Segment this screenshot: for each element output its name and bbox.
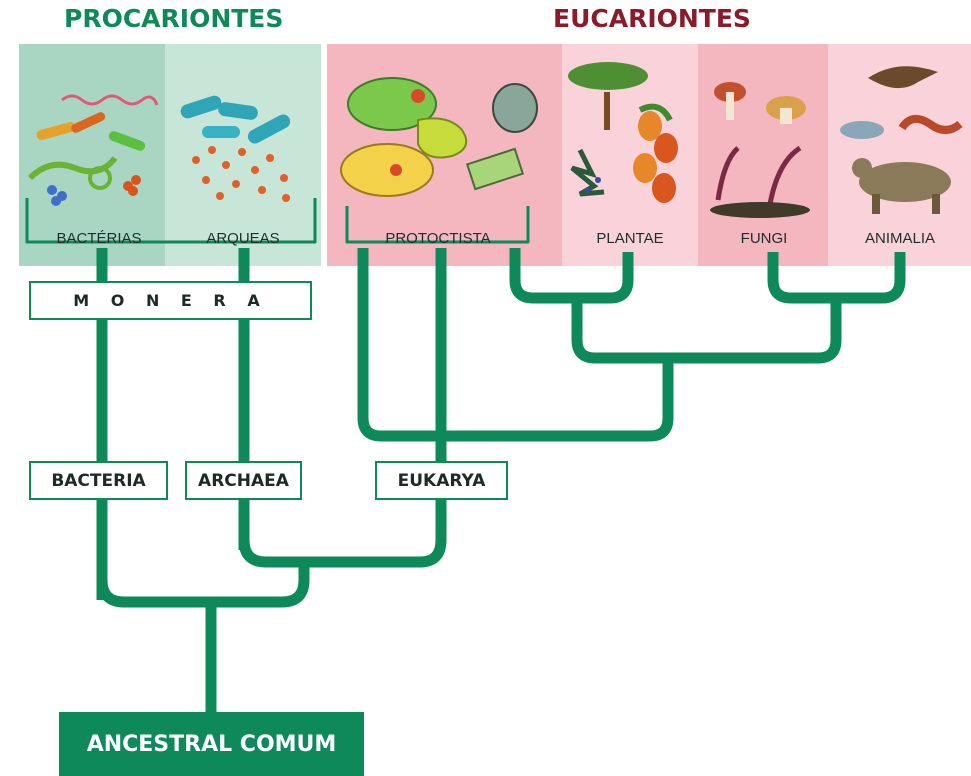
kingdom-label-protoctista: PROTOCTISTA [350, 230, 526, 247]
bacteria-illustration [30, 96, 157, 206]
kingdom-label-arqueas: ARQUEAS [178, 230, 308, 247]
fungi-illustration [710, 82, 810, 218]
plant-illustration [568, 62, 678, 203]
animal-illustration [840, 66, 960, 214]
protist-illustration [341, 78, 537, 196]
monera-box: M O N E R A [29, 281, 312, 320]
kingdom-label-bacterias: BACTÉRIAS [29, 230, 169, 247]
ancestral-root-box: ANCESTRAL COMUM [59, 712, 364, 776]
domain-box-eukarya: EUKARYA [375, 461, 508, 500]
tree-branches [27, 198, 900, 712]
domain-box-archaea: ARCHAEA [185, 461, 302, 500]
kingdom-label-plantae: PLANTAE [566, 230, 694, 247]
domain-box-bacteria: BACTERIA [29, 461, 168, 500]
kingdom-label-animalia: ANIMALIA [832, 230, 968, 247]
archaea-illustration [179, 94, 293, 202]
kingdom-label-fungi: FUNGI [702, 230, 826, 247]
